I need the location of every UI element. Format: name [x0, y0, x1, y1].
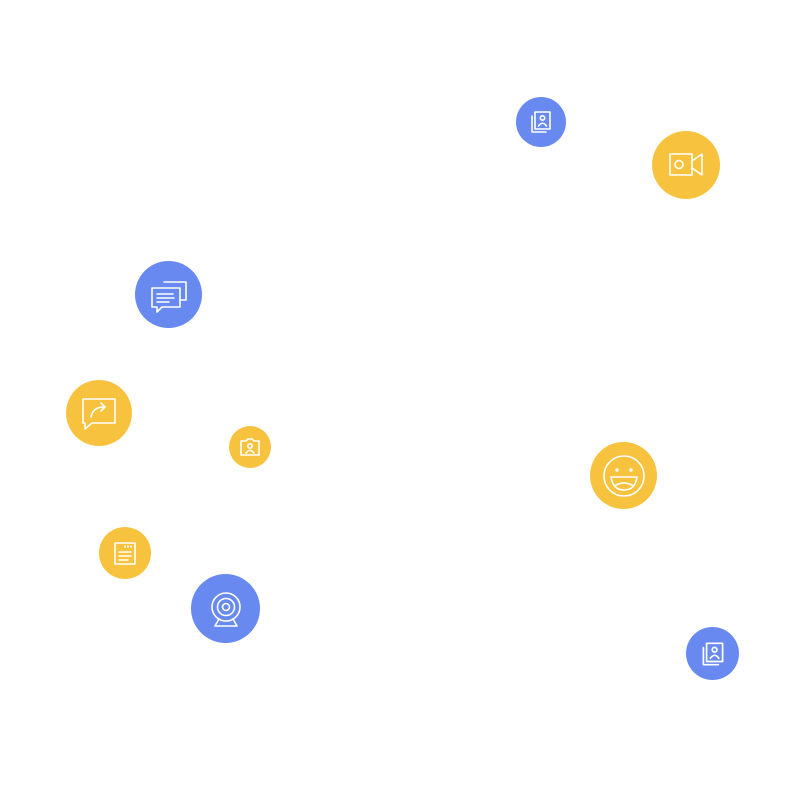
contact-book-icon — [531, 111, 551, 133]
smiley-icon — [602, 454, 645, 497]
video-camera-icon — [669, 153, 703, 176]
video-camera-bubble — [652, 131, 720, 199]
chat-bubbles-icon — [150, 280, 187, 313]
smiley-bubble — [590, 442, 657, 509]
camera-bubble — [229, 426, 271, 468]
share-message-bubble — [66, 380, 132, 446]
camera-icon — [240, 438, 260, 456]
share-message-icon — [82, 398, 116, 430]
contact-book-bubble — [516, 97, 566, 147]
contact-book-icon — [702, 641, 723, 666]
notepad-bubble — [99, 527, 151, 579]
webcam-icon — [210, 591, 241, 627]
chat-bubbles-bubble — [135, 261, 202, 328]
webcam-bubble — [191, 574, 260, 643]
contact-book-bubble — [686, 627, 739, 680]
notepad-icon — [114, 542, 136, 565]
